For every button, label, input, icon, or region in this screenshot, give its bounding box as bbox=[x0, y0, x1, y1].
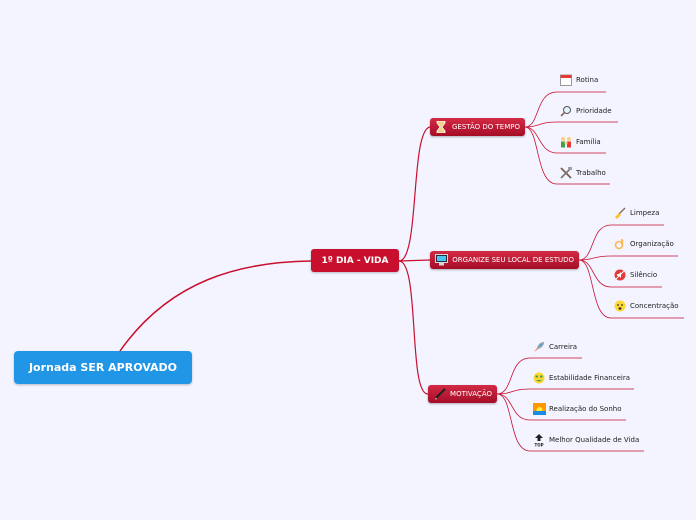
top-arrow-icon: TOP bbox=[532, 433, 546, 447]
leaf-silencio[interactable]: Silêncio bbox=[613, 267, 657, 283]
face-icon bbox=[613, 299, 627, 313]
leaf-familia[interactable]: Família bbox=[559, 134, 601, 150]
pen-icon bbox=[433, 387, 446, 401]
hourglass-icon bbox=[435, 120, 448, 134]
branch-organize-seu-local-de-estudo[interactable]: ORGANIZE SEU LOCAL DE ESTUDO bbox=[430, 251, 579, 269]
leaf-trabalho[interactable]: Trabalho bbox=[559, 165, 606, 181]
sunrise-icon bbox=[532, 402, 546, 416]
tools-icon bbox=[559, 166, 573, 180]
main-topic[interactable]: 1º DIA - VIDA bbox=[311, 249, 399, 272]
branch-gestao-do-tempo[interactable]: GESTÃO DO TEMPO bbox=[430, 118, 525, 136]
leaf-organizacao[interactable]: Organização bbox=[613, 236, 674, 252]
muted-speaker-icon bbox=[613, 268, 627, 282]
leaf-concentracao[interactable]: Concentração bbox=[613, 298, 679, 314]
leaf-melhor-qualidade-de-vida[interactable]: TOP Melhor Qualidade de Vida bbox=[532, 432, 639, 448]
leaf-limpeza[interactable]: Limpeza bbox=[613, 205, 659, 221]
magnifier-icon bbox=[559, 104, 573, 118]
leaf-carreira[interactable]: Carreira bbox=[532, 339, 577, 355]
svg-text:TOP: TOP bbox=[534, 442, 543, 447]
ok-hand-icon bbox=[613, 237, 627, 251]
calendar-icon bbox=[559, 73, 573, 87]
broom-icon bbox=[613, 206, 627, 220]
leaf-rotina[interactable]: Rotina bbox=[559, 72, 598, 88]
branch-motivacao[interactable]: MOTIVAÇÃO bbox=[428, 385, 497, 403]
computer-icon bbox=[435, 253, 449, 267]
root-topic[interactable]: Jornada SER APROVADO bbox=[14, 351, 192, 384]
branch-label: MOTIVAÇÃO bbox=[450, 390, 492, 398]
family-icon bbox=[559, 135, 573, 149]
leaf-estabilidade-financeira[interactable]: Estabilidade Financeira bbox=[532, 370, 630, 386]
leaf-realizacao-do-sonho[interactable]: Realização do Sonho bbox=[532, 401, 621, 417]
branch-label: ORGANIZE SEU LOCAL DE ESTUDO bbox=[452, 256, 574, 264]
rocket-icon bbox=[532, 340, 546, 354]
leaf-prioridade[interactable]: Prioridade bbox=[559, 103, 612, 119]
branch-label: GESTÃO DO TEMPO bbox=[451, 123, 520, 131]
money-face-icon bbox=[532, 371, 546, 385]
